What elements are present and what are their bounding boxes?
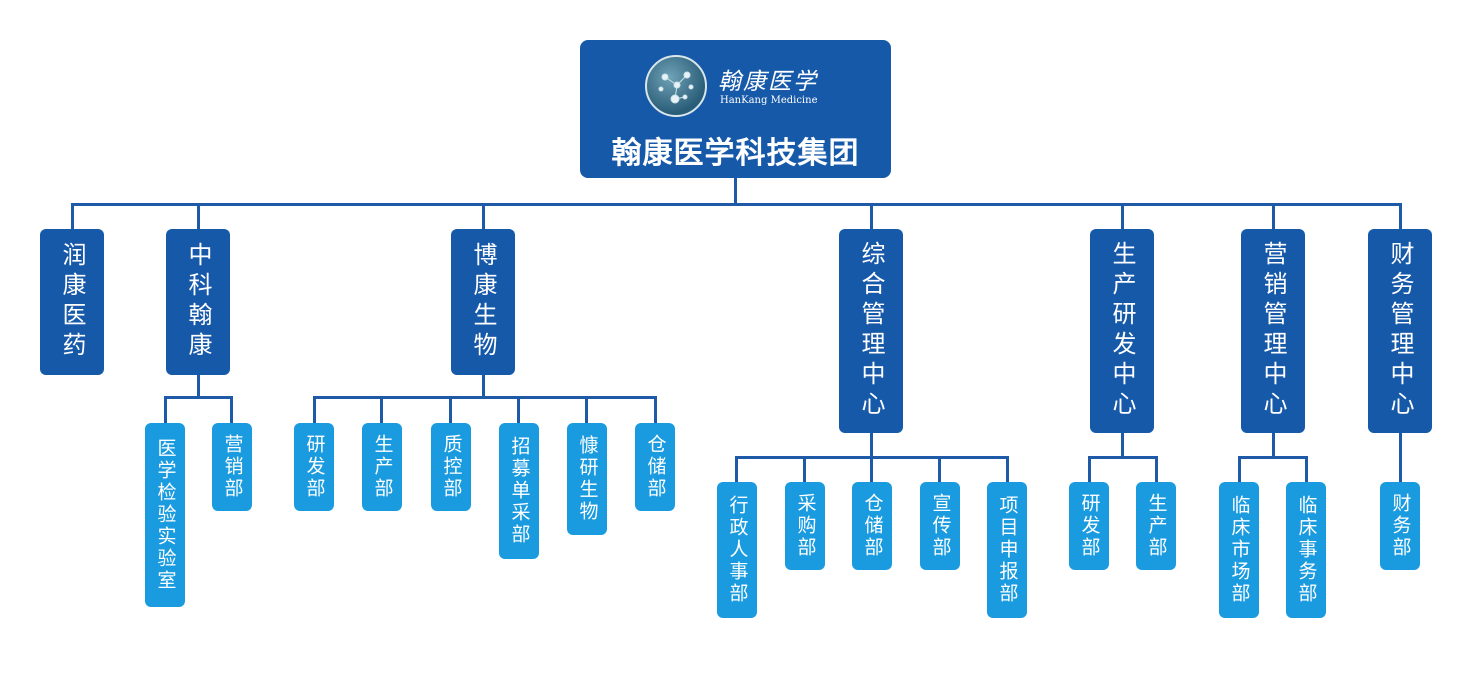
dept-label: 宣传部 <box>929 493 952 559</box>
connector <box>803 456 806 482</box>
root-node: 翰康医学 HanKang Medicine 翰康医学科技集团 <box>580 40 891 178</box>
dept-label: 采购部 <box>794 493 817 559</box>
connector <box>734 178 737 204</box>
dept-box: 临床事务部 <box>1286 482 1326 618</box>
connector <box>1121 433 1124 457</box>
connector <box>197 375 200 397</box>
connector <box>1399 433 1402 482</box>
dept-box: 行政人事部 <box>717 482 757 618</box>
unit-runkang: 润康医药 <box>40 229 104 375</box>
dept-label: 研发部 <box>1078 493 1101 559</box>
connector <box>449 396 452 423</box>
connector <box>517 396 520 423</box>
connector <box>870 433 873 457</box>
dept-box: 采购部 <box>785 482 825 570</box>
unit-production-rd: 生产研发中心 <box>1090 229 1154 433</box>
dept-label: 财务部 <box>1389 493 1412 559</box>
dept-box: 医学检验实验室 <box>145 423 185 607</box>
unit-label: 润康医药 <box>58 242 86 362</box>
unit-zhongke: 中科翰康 <box>166 229 230 375</box>
dept-label: 生产部 <box>371 434 394 500</box>
unit-finance-mgmt: 财务管理中心 <box>1368 229 1432 433</box>
dept-label: 招募单采部 <box>508 436 531 546</box>
logo-cn-text: 翰康医学 <box>718 69 818 95</box>
dept-box: 营销部 <box>212 423 252 511</box>
unit-label: 营销管理中心 <box>1259 241 1287 421</box>
connector <box>71 203 1402 206</box>
connector <box>313 396 316 423</box>
dept-box: 生产部 <box>1136 482 1176 570</box>
connector <box>1121 203 1124 229</box>
connector <box>1006 456 1009 482</box>
dept-label: 质控部 <box>440 434 463 500</box>
dept-label: 临床事务部 <box>1295 495 1318 605</box>
connector <box>654 396 657 423</box>
connector <box>313 396 657 399</box>
connector <box>197 203 200 229</box>
connector <box>870 203 873 229</box>
connector <box>380 396 383 423</box>
dept-box: 仓储部 <box>852 482 892 570</box>
dept-label: 仓储部 <box>644 434 667 500</box>
connector <box>1155 456 1158 482</box>
root-title: 翰康医学科技集团 <box>611 136 860 171</box>
unit-marketing-mgmt: 营销管理中心 <box>1241 229 1305 433</box>
dept-box: 宣传部 <box>920 482 960 570</box>
dept-box: 招募单采部 <box>499 423 539 559</box>
dept-label: 仓储部 <box>861 493 884 559</box>
connector <box>1305 456 1308 482</box>
connector <box>870 456 873 482</box>
unit-bokang: 博康生物 <box>451 229 515 375</box>
connector <box>938 456 941 482</box>
connector <box>1238 456 1241 482</box>
dept-box: 仓储部 <box>635 423 675 511</box>
unit-label: 综合管理中心 <box>857 241 885 421</box>
connector <box>1088 456 1091 482</box>
dept-box: 临床市场部 <box>1219 482 1259 618</box>
connector <box>164 396 233 399</box>
unit-general-mgmt: 综合管理中心 <box>839 229 903 433</box>
connector <box>230 396 233 423</box>
dept-box: 生产部 <box>362 423 402 511</box>
connector <box>164 396 167 423</box>
dept-box: 财务部 <box>1380 482 1420 570</box>
dept-box: 慷研生物 <box>567 423 607 535</box>
connector <box>482 203 485 229</box>
dept-label: 项目申报部 <box>996 495 1019 605</box>
logo-icon <box>645 55 707 117</box>
logo-en-text: HanKang Medicine <box>720 95 818 106</box>
dept-label: 慷研生物 <box>576 435 599 523</box>
dept-label: 生产部 <box>1145 493 1168 559</box>
dept-box: 项目申报部 <box>987 482 1027 618</box>
unit-label: 财务管理中心 <box>1386 241 1414 421</box>
connector <box>1238 456 1308 459</box>
dept-box: 质控部 <box>431 423 471 511</box>
dept-box: 研发部 <box>1069 482 1109 570</box>
dept-box: 研发部 <box>294 423 334 511</box>
molecule-icon <box>658 71 694 104</box>
connector <box>1399 203 1402 229</box>
dept-label: 研发部 <box>303 434 326 500</box>
dept-label: 营销部 <box>221 434 244 500</box>
dept-label: 医学检验实验室 <box>154 438 177 592</box>
connector <box>1272 203 1275 229</box>
connector <box>71 203 74 229</box>
dept-label: 行政人事部 <box>726 495 749 605</box>
connector <box>482 375 485 397</box>
dept-label: 临床市场部 <box>1228 495 1251 605</box>
unit-label: 博康生物 <box>469 242 497 362</box>
unit-label: 中科翰康 <box>184 242 212 362</box>
unit-label: 生产研发中心 <box>1108 241 1136 421</box>
connector <box>735 456 738 482</box>
connector <box>1272 433 1275 457</box>
connector <box>1088 456 1158 459</box>
connector <box>585 396 588 423</box>
